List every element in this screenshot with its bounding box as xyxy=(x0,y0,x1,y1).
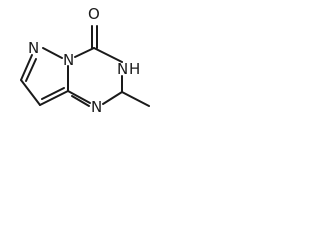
bond-nbridge-npyrazole xyxy=(42,47,63,59)
atom-n-lower: N xyxy=(91,98,102,116)
bond-methyl xyxy=(121,91,150,107)
bond-carbonyl-nbridge xyxy=(74,47,95,58)
bond-c2-c1 xyxy=(39,90,69,106)
bond-c1-nlower xyxy=(67,90,91,104)
bond-npyrazole-c3-inner xyxy=(25,58,37,82)
atom-n-bridge: N xyxy=(63,51,74,69)
atom-nh-h: H xyxy=(129,60,140,78)
bond-carbonyl-nh xyxy=(93,47,123,63)
atom-n-pyrazole: N xyxy=(28,39,39,57)
molecule-structure: O N N N H N xyxy=(20,5,150,116)
bond-npyrazole-c3 xyxy=(20,54,33,81)
bond-nlower-cmethyl xyxy=(102,91,123,105)
atom-nh-n: N xyxy=(117,60,128,78)
bond-c3-c2 xyxy=(20,79,41,106)
bond-c2-c1-inner xyxy=(41,87,65,100)
bond-c1-nlower-inner xyxy=(71,95,90,107)
atom-o: O xyxy=(88,5,100,23)
